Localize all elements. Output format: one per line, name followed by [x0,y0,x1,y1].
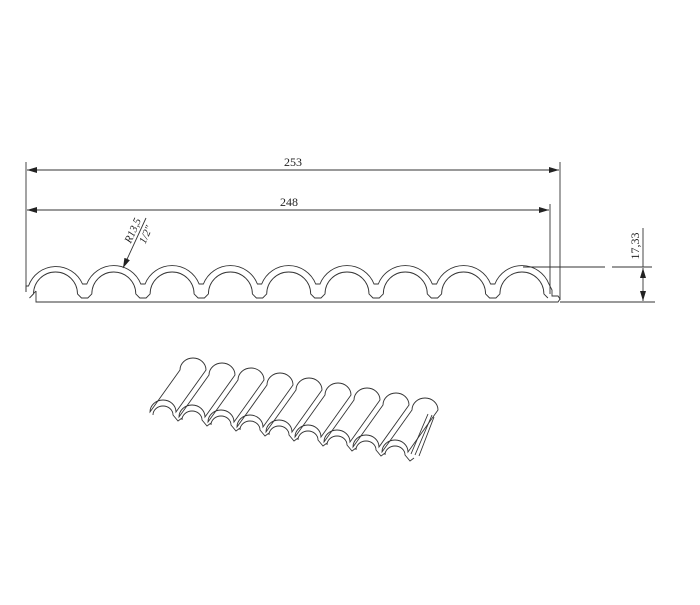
dim-total-width-label: 253 [284,155,302,169]
dim-height-label: 17,33 [628,233,642,260]
isometric-tile-hump [352,392,410,449]
isometric-tile-hump [149,357,207,414]
isometric-tile-underside [181,410,212,427]
isometric-tile-underside [210,415,241,432]
isometric-edge-lip [410,413,435,457]
isometric-tile-hump [265,377,323,434]
isometric-tile-hump [381,397,439,454]
isometric-tile-hump [236,372,294,429]
isometric-tile-underside [297,430,328,447]
dim-inner-width-label: 248 [280,195,298,209]
isometric-tile-hump [294,382,352,439]
isometric-tile-underside [239,420,270,437]
profile-inner-curve [29,271,549,299]
isometric-tile-hump [323,387,381,444]
isometric-tile-underside [355,440,386,457]
isometric-tile-underside [384,445,415,462]
tile-profile [25,265,561,303]
isometric-tile-underside [326,435,357,452]
isometric-tile-underside [152,405,183,422]
isometric-tile-hump [207,367,265,424]
isometric-tile-hump [178,362,236,419]
profile-outer-curve [25,265,561,303]
isometric-tile-underside [268,425,299,442]
radius-leader [122,217,147,269]
tile-isometric-view [149,357,439,462]
